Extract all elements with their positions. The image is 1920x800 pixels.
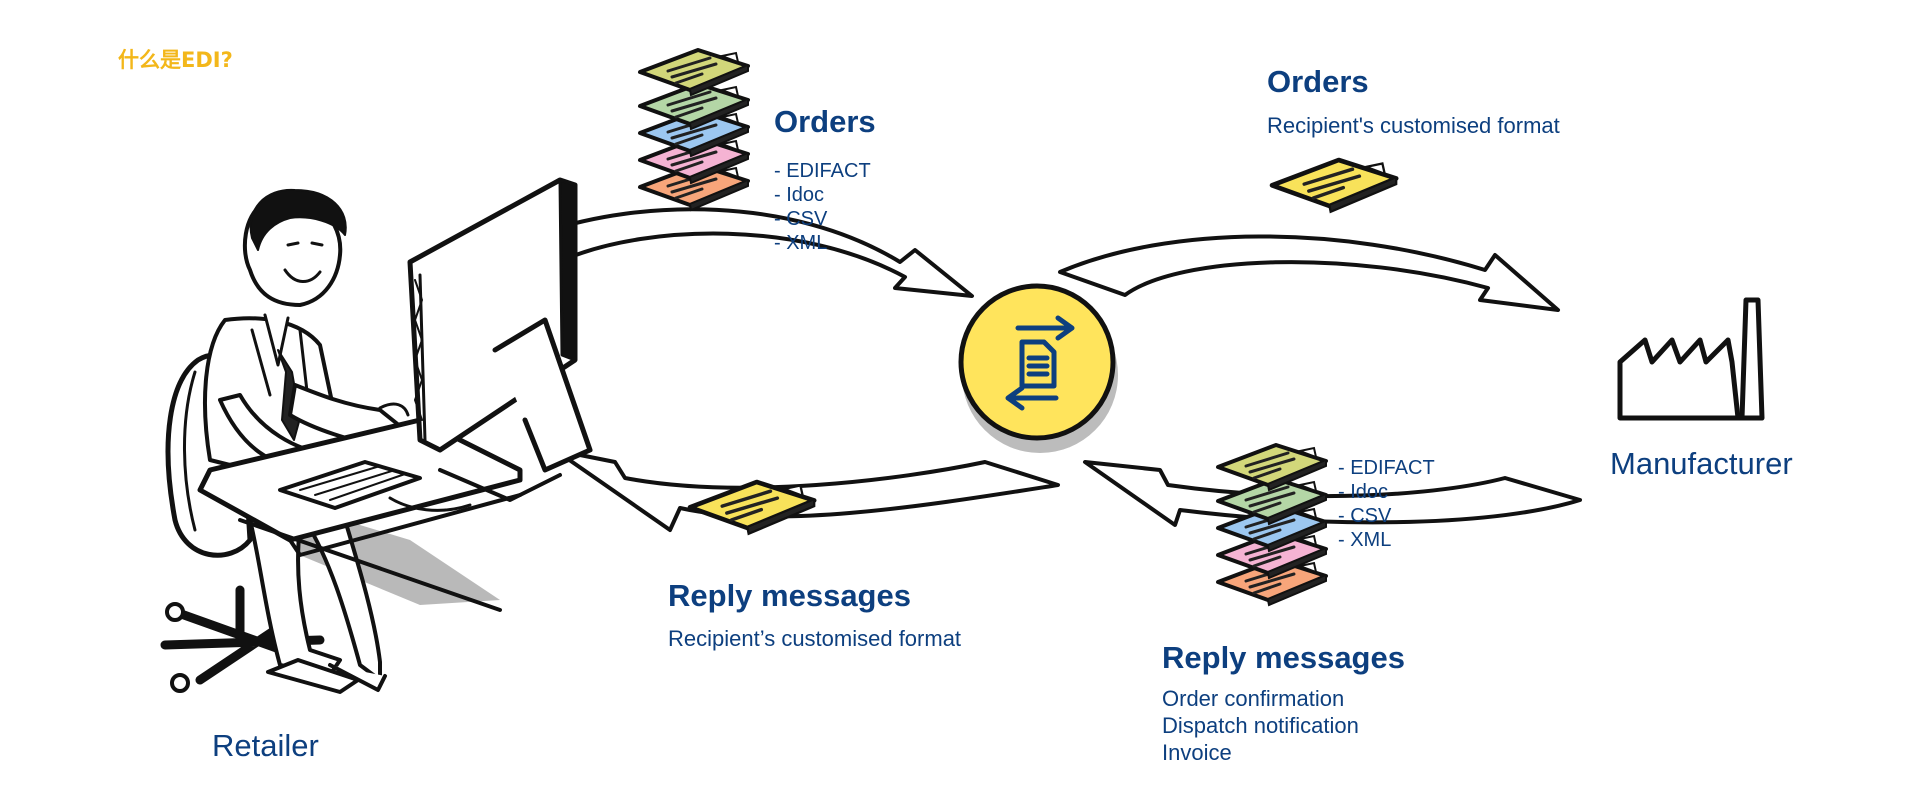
format-item: - XML: [1338, 529, 1392, 551]
reply-incoming-title: Reply messages: [1162, 640, 1405, 675]
converted-order-document: [1272, 160, 1396, 212]
reply-item: Dispatch notification: [1162, 713, 1359, 738]
arrow-manufacturer-to-hub: [1083, 460, 1582, 527]
format-item: - CSV: [774, 208, 828, 230]
edi-converter-hub: [958, 283, 1118, 453]
reply-item: Order confirmation: [1162, 686, 1345, 711]
factory-icon: [1617, 297, 1765, 421]
reply-document-stack: [1216, 443, 1328, 607]
orders-converted-title: Orders: [1267, 64, 1369, 99]
edi-converter-icon: [1005, 315, 1075, 411]
reply-converted-title: Reply messages: [668, 578, 911, 613]
arrow-retailer-to-hub: [543, 207, 974, 298]
orders-outgoing-formats: - EDIFACT - Idoc - CSV - XML: [774, 159, 871, 255]
format-item: - CSV: [1338, 505, 1392, 527]
reply-incoming-formats: - EDIFACT - Idoc - CSV - XML: [1338, 456, 1435, 552]
arrow-hub-to-manufacturer: [1058, 234, 1560, 312]
page-title: 什么是EDI?: [118, 48, 233, 72]
retailer-label: Retailer: [212, 728, 319, 763]
manufacturer-label: Manufacturer: [1610, 446, 1793, 481]
orders-outgoing-title: Orders: [774, 104, 876, 139]
format-item: - EDIFACT: [1338, 457, 1435, 479]
format-item: - Idoc: [1338, 481, 1389, 503]
format-item: - Idoc: [774, 184, 825, 206]
format-item: - XML: [774, 232, 828, 254]
reply-item: Invoice: [1162, 740, 1232, 765]
reply-converted-subtitle: Recipient’s customised format: [668, 626, 962, 651]
orders-document-stack: [638, 48, 750, 212]
format-item: - EDIFACT: [774, 160, 871, 182]
person-at-computer-illustration: [160, 177, 593, 694]
arrow-hub-to-retailer: [553, 448, 1060, 532]
orders-converted-subtitle: Recipient's customised format: [1267, 113, 1560, 138]
reply-incoming-items: Order confirmation Dispatch notification…: [1162, 686, 1359, 767]
